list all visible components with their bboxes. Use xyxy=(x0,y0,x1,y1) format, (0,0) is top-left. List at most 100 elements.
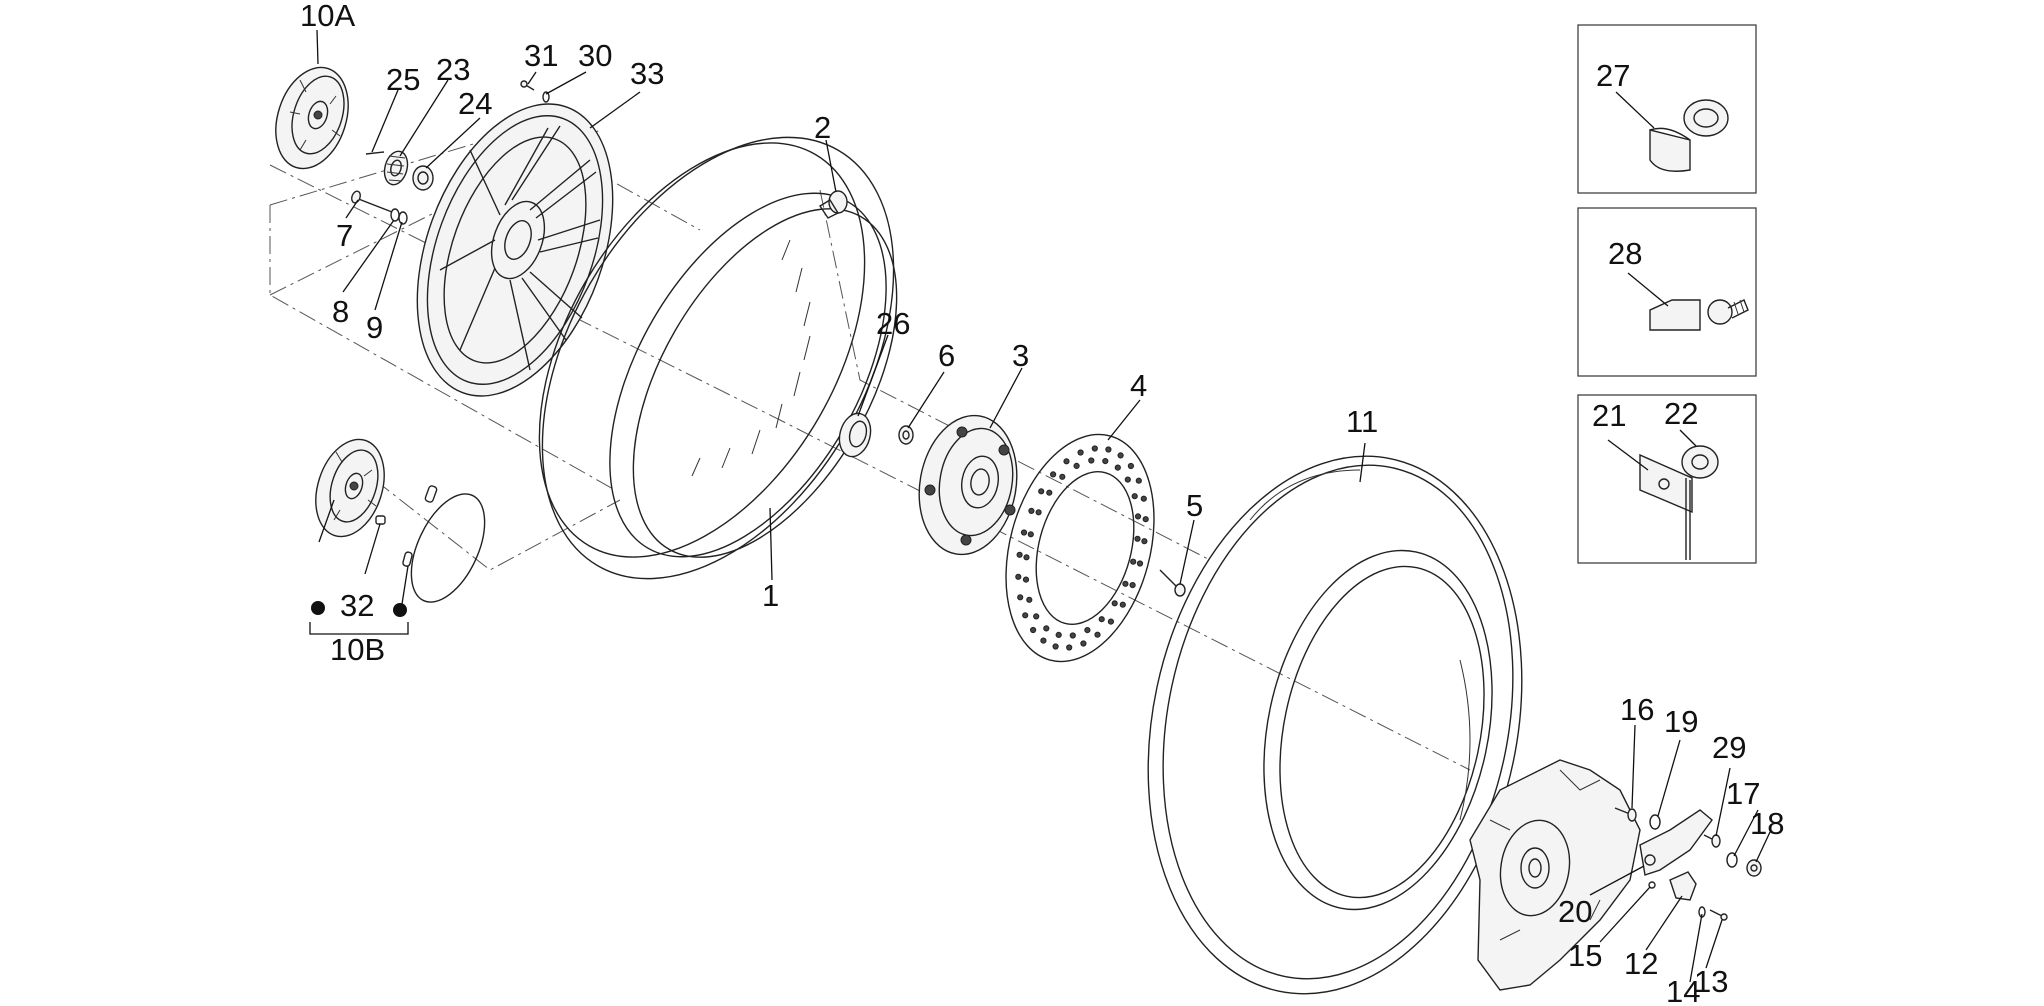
label-31: 31 xyxy=(524,38,558,73)
brake-disc-hole xyxy=(1107,618,1115,625)
valve-2 xyxy=(819,190,848,219)
brake-disc-hole xyxy=(1102,458,1109,465)
brake-disc-hole xyxy=(1059,473,1066,480)
brake-disc-hole xyxy=(1114,464,1121,471)
label-9: 9 xyxy=(366,310,383,345)
label-14: 14 xyxy=(1666,974,1700,1006)
nut-18 xyxy=(1746,859,1762,877)
clip-pieces xyxy=(375,485,438,567)
brake-disc-hole xyxy=(1119,601,1126,608)
label-22: 22 xyxy=(1664,396,1698,431)
brake-disc-hole xyxy=(1077,449,1084,456)
tyre-11 xyxy=(1147,455,1523,995)
brake-disc-hole xyxy=(1122,580,1129,587)
label-10a: 10A xyxy=(300,0,355,33)
screw-31 xyxy=(520,80,535,91)
brake-disc-hole xyxy=(1080,640,1087,647)
brake-disc-hole xyxy=(1129,582,1136,589)
label-21: 21 xyxy=(1592,398,1626,433)
screw-29 xyxy=(1703,834,1721,848)
screw-16 xyxy=(1614,807,1637,822)
leader-lines xyxy=(309,29,1771,983)
brake-disc-hole xyxy=(1134,513,1142,520)
label-15: 15 xyxy=(1568,938,1602,973)
brake-disc-hole xyxy=(1038,488,1045,495)
brake-disc-4 xyxy=(1005,433,1155,663)
label-7: 7 xyxy=(336,218,353,253)
brake-disc-hole xyxy=(1130,558,1137,565)
brake-disc-hole xyxy=(1052,643,1059,650)
brake-disc-hole xyxy=(1105,446,1112,453)
brake-disc-holes xyxy=(1015,445,1149,651)
label-2: 2 xyxy=(814,110,831,145)
brake-disc-hole xyxy=(1040,637,1047,644)
brake-disc-hole xyxy=(1026,596,1033,603)
brake-disc-hole xyxy=(1066,644,1073,651)
brake-disc-hole xyxy=(1028,507,1035,514)
bearing-23 xyxy=(383,150,409,186)
screw-13 xyxy=(1709,909,1728,921)
brake-disc-hole xyxy=(1035,509,1042,516)
label-25: 25 xyxy=(386,62,420,97)
label-8: 8 xyxy=(332,294,349,329)
brake-disc-hole xyxy=(1016,551,1023,558)
wheel-cover-33 xyxy=(416,103,614,397)
brake-disc-hole xyxy=(1088,457,1095,464)
brake-disc-hole xyxy=(1094,631,1101,638)
washer-19 xyxy=(1649,814,1661,830)
brake-disc-hole xyxy=(1050,471,1057,478)
spacer-24 xyxy=(412,165,434,191)
brake-disc-hole xyxy=(1017,594,1024,601)
brake-disc-hole xyxy=(1022,576,1030,583)
nut-6 xyxy=(898,425,914,445)
brake-disc-hole xyxy=(1124,476,1131,483)
wheel-cover-10a xyxy=(275,66,349,170)
brake-disc-hole xyxy=(1022,612,1029,619)
brake-disc-hole xyxy=(1135,477,1142,484)
brake-disc-hole xyxy=(1091,445,1098,452)
bullet-dots xyxy=(311,601,407,617)
brake-disc-hole xyxy=(1134,535,1141,542)
washer-9 xyxy=(398,211,408,225)
label-19: 19 xyxy=(1664,704,1698,739)
brake-disc-hole xyxy=(1033,613,1040,620)
inset-box-28 xyxy=(1577,207,1757,377)
washer-8 xyxy=(390,208,400,222)
label-26: 26 xyxy=(876,306,910,341)
hub-housing xyxy=(1469,759,1641,991)
brake-disc-hole xyxy=(1073,462,1080,469)
brake-disc-hole xyxy=(1131,493,1138,500)
brake-disc-hole xyxy=(1141,538,1148,545)
label-13: 13 xyxy=(1694,964,1728,999)
label-33: 33 xyxy=(630,56,664,91)
inset-box-21-22 xyxy=(1577,394,1757,564)
brake-disc-hole xyxy=(1069,632,1076,639)
label-28: 28 xyxy=(1608,236,1642,271)
o-ring xyxy=(410,493,486,603)
brake-disc-hole xyxy=(1015,573,1022,580)
brake-disc-hole xyxy=(1020,529,1028,536)
brake-disc-hole xyxy=(1084,627,1091,634)
label-10b: 10B xyxy=(330,632,385,667)
label-4: 4 xyxy=(1130,368,1147,403)
washer-17 xyxy=(1726,852,1738,868)
brake-disc-hole xyxy=(1098,616,1105,623)
label-30: 30 xyxy=(578,38,612,73)
brake-disc-hole xyxy=(1023,554,1030,561)
brake-disc-hole xyxy=(1043,625,1050,632)
label-20: 20 xyxy=(1558,894,1592,929)
label-6: 6 xyxy=(938,338,955,373)
label-12: 12 xyxy=(1624,946,1658,981)
label-24: 24 xyxy=(458,86,492,121)
pin-25 xyxy=(365,151,385,155)
label-16: 16 xyxy=(1620,692,1654,727)
label-27: 27 xyxy=(1596,58,1630,93)
label-32: 32 xyxy=(340,588,374,623)
hub-3 xyxy=(918,414,1018,556)
wheel-cover-10b xyxy=(315,438,385,538)
part-labels: 10A 25 23 24 31 30 33 2 7 8 9 26 6 3 4 5… xyxy=(300,0,1784,1006)
washer-30 xyxy=(542,91,550,103)
brake-disc-hole xyxy=(1030,626,1037,634)
label-29: 29 xyxy=(1712,730,1746,765)
